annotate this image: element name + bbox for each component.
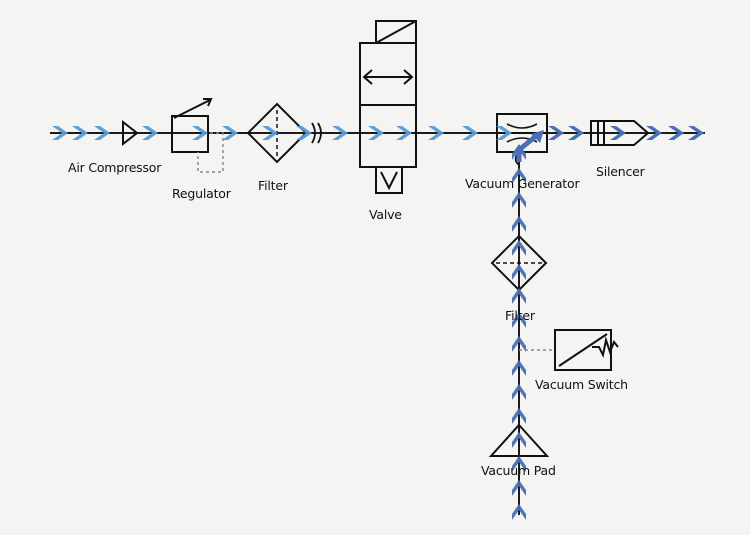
- label-valve: Valve: [369, 207, 402, 222]
- vacuum-switch-symbol: [554, 329, 619, 371]
- label-vacuum-switch: Vacuum Switch: [535, 377, 628, 392]
- regulator-symbol: [171, 98, 213, 153]
- label-filter-main: Filter: [258, 178, 288, 193]
- label-filter-vacuum: Filter: [505, 308, 535, 323]
- label-air-compressor: Air Compressor: [68, 160, 162, 175]
- label-regulator: Regulator: [172, 186, 231, 201]
- regulator-pilot-line: [197, 132, 224, 173]
- label-vacuum-generator: Vacuum Generator: [465, 176, 580, 191]
- flow-arrow-turn-head: [531, 130, 544, 143]
- coupling-symbol: [311, 122, 322, 144]
- label-silencer: Silencer: [596, 164, 645, 179]
- air-compressor-symbol: [122, 119, 139, 147]
- label-vacuum-pad: Vacuum Pad: [481, 463, 556, 478]
- valve-symbol: [359, 20, 417, 194]
- silencer-symbol: [590, 120, 650, 146]
- flow-arrow-turn: [516, 134, 538, 162]
